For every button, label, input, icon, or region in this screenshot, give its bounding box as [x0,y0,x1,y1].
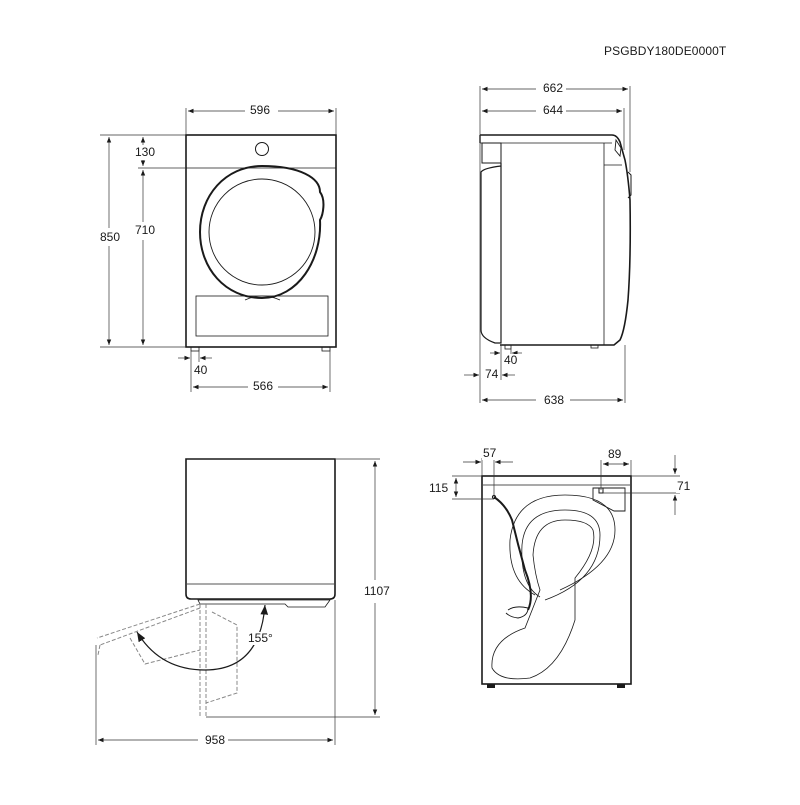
rear-view [481,475,632,688]
rear-outlet-x-label: 89 [607,447,623,461]
side-body-depth-label: 638 [543,393,566,407]
front-door-zone-label: 710 [134,223,157,237]
door-open-height-label: 1107 [363,584,391,598]
rear-dimensions [452,455,680,515]
model-code: PSGBDY180DE0000T [604,44,727,58]
rear-outlet-y-label: 71 [676,479,692,493]
rear-hose-x-label: 57 [482,446,498,460]
door-angle-arc [136,604,269,671]
front-width-label: 596 [249,103,272,117]
rear-hose-y-label: 115 [428,481,450,495]
door-open-width-label: 958 [204,733,227,747]
door-swing-dashed [96,603,238,716]
front-total-height-label: 850 [99,230,122,244]
front-top-panel-label: 130 [134,145,157,159]
door-angle-label: 155° [247,631,274,645]
side-rear-offset-label: 74 [484,367,500,381]
side-overall-depth-label: 662 [542,81,565,95]
side-view [479,134,632,350]
side-body-door-depth-label: 644 [542,103,565,117]
side-foot-offset-label: 40 [503,353,519,367]
front-foot-inset-label: 40 [193,363,209,377]
door-open-dimensions [95,458,380,745]
front-foot-span-label: 566 [252,379,275,393]
side-dimensions [464,86,631,403]
front-dimensions [100,108,337,392]
door-open-view [185,458,336,608]
front-view [185,134,337,352]
